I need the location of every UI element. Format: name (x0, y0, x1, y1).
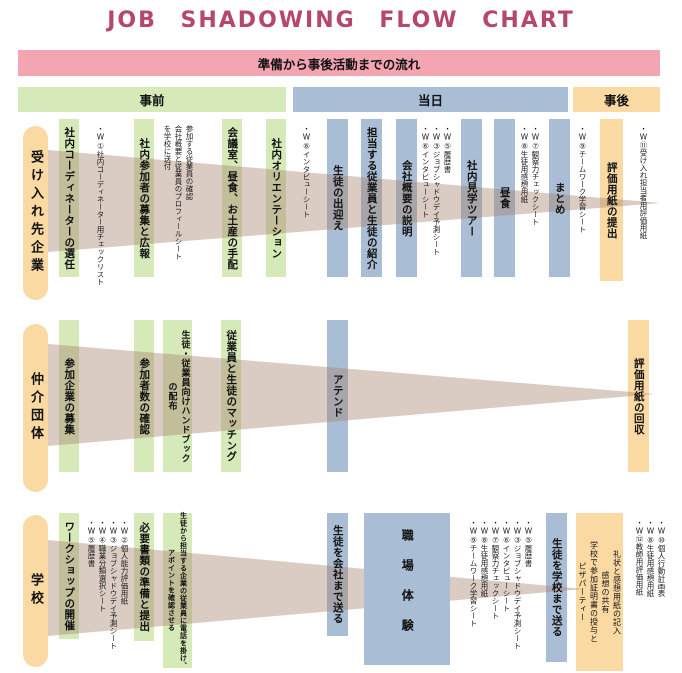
worksheet-note: ・W⑪受け入れ担当者用評価用紙 (639, 125, 648, 239)
task-bar: 評価用紙の回収 (628, 320, 649, 472)
task-label: 評価用紙の回収 (632, 357, 645, 435)
task-bar: 参加企業の募集 (59, 320, 79, 472)
task-label: 従業員と生徒のマッチング (225, 330, 238, 462)
task-label: 評価用紙の提出 (605, 161, 618, 239)
task-label: 社内オリエンテーション (270, 137, 283, 259)
task-bar: 生徒・従業員向けハンドブック の配布 (163, 320, 192, 472)
task-label: まとめ (553, 181, 566, 215)
task-bar: 社内オリエンテーション (266, 119, 286, 277)
task-label: 社内参加者の募集と広報 (138, 137, 151, 259)
task-label: 礼状と感想用紙の記入 感想の共有 学校で参加証明書の授与と ピザパーティー (578, 541, 622, 643)
task-bar: 生徒を会社まで送る (327, 513, 348, 636)
worksheet-note: ・W①社内コーディネーター用チェックリスト (96, 125, 105, 286)
task-label: 職場体験 (400, 529, 415, 649)
task-label: アテンド (331, 374, 344, 418)
worksheet-note: ・W②個人能力評価用紙 ・W③ジョブシャドウデイ予測シート ・W④職業分類選択シ… (87, 519, 129, 650)
phase-header-day: 当日 (293, 87, 568, 112)
worksheet-note: ・W⑨チームワーク学習シート (578, 125, 587, 233)
task-bar: 社内参加者の募集と広報 (134, 119, 154, 277)
task-label: 生徒を学校まで送る (550, 538, 563, 637)
task-label: 生徒の出迎え (331, 165, 344, 231)
worksheet-note: ・W⑦観察力チェックシート ・W⑧生徒用感想用紙 (520, 125, 540, 226)
phase-before-label: 事前 (139, 93, 165, 108)
task-label: 会議室、昼食、お土産の手配 (226, 126, 239, 270)
task-bar: 生徒を学校まで送る (546, 513, 567, 662)
task-bar: 礼状と感想用紙の記入 感想の共有 学校で参加証明書の授与と ピザパーティー (576, 513, 623, 671)
task-label: 社内見学ツアー (465, 159, 478, 237)
flow-banner: 準備から事後活動までの流れ (18, 50, 660, 76)
page-title: JOB SHADOWING FLOW CHART (107, 8, 575, 33)
flow-banner-label: 準備から事後活動までの流れ (257, 56, 421, 72)
task-label: ワークショップの開催 (63, 521, 76, 631)
task-bar: 参加者数の確認 (134, 320, 154, 472)
task-label: 担当する従業員と生徒の紹介 (365, 126, 378, 270)
task-bar: 社内コーディネーターの選任 (59, 119, 79, 277)
task-bar: 担当する従業員と生徒の紹介 (361, 119, 382, 277)
task-label: 会社概要の説明 (400, 159, 413, 237)
worksheet-note: ・W⑥インタビューシート (302, 125, 311, 218)
task-bar: 生徒の出迎え (327, 119, 348, 277)
actor-pill-school: 学校 (23, 515, 48, 667)
actor-label: 学校 (28, 573, 43, 609)
task-bar-workplace-experience: 職場体験 (364, 513, 450, 665)
task-bar: 昼食 (494, 119, 515, 277)
actor-label: 受け入れ先企業 (28, 150, 43, 276)
task-label: 生徒・従業員向けハンドブック の配布 (166, 329, 190, 463)
worksheet-note: ・W⑩個人行動計画表 ・W⑧生徒用感想用紙 ・W⑫教師用評価用紙 (635, 519, 666, 597)
task-bar: 会議室、昼食、お土産の手配 (222, 119, 242, 277)
task-label: 生徒を会社まで送る (331, 525, 344, 624)
worksheet-note: ・W⑤履歴書 ・W③ジョブシャドウデイ予測シート ・W⑥インタビューシート ・W… (469, 519, 533, 650)
worksheet-note: ・W⑤履歴書 ・W③ジョブシャドウデイ予測シート ・W⑥インタビューシート (421, 125, 452, 256)
task-bar: アテンド (327, 320, 348, 472)
task-bar: 会社概要の説明 (396, 119, 417, 277)
phase-header-after: 事後 (573, 87, 660, 112)
phase-day-label: 当日 (417, 93, 443, 108)
task-label: 参加企業の募集 (63, 357, 76, 435)
task-bar: 評価用紙の提出 (600, 119, 623, 281)
phase-after-label: 事後 (603, 93, 629, 108)
task-label: 必要書類の準備と提出 (138, 522, 151, 632)
task-label: 参加者数の確認 (138, 357, 151, 435)
task-label: 昼食 (498, 187, 511, 209)
actor-pill-intermediary: 仲介団体 (23, 324, 48, 492)
task-bar: 必要書類の準備と提出 (134, 513, 154, 641)
task-bar: 社内見学ツアー (461, 119, 482, 277)
task-bar: 生徒から担当する企業の従業員に電話を掛け、 アポイントを確認させる (163, 511, 192, 670)
task-bar: まとめ (549, 119, 570, 277)
task-bar: 従業員と生徒のマッチング (221, 320, 241, 472)
task-bar: ワークショップの開催 (59, 513, 79, 639)
worksheet-note: 参加する従業員の確認 会社概要と従業員のプロフィールシート を学校に送付 (163, 125, 194, 260)
phase-header-before: 事前 (18, 87, 286, 112)
task-label: 社内コーディネーターの選任 (63, 126, 76, 270)
task-label: 生徒から担当する企業の従業員に電話を掛け、 アポイントを確認させる (167, 511, 188, 670)
actor-pill-host-company: 受け入れ先企業 (23, 126, 48, 300)
actor-label: 仲介団体 (28, 372, 43, 444)
